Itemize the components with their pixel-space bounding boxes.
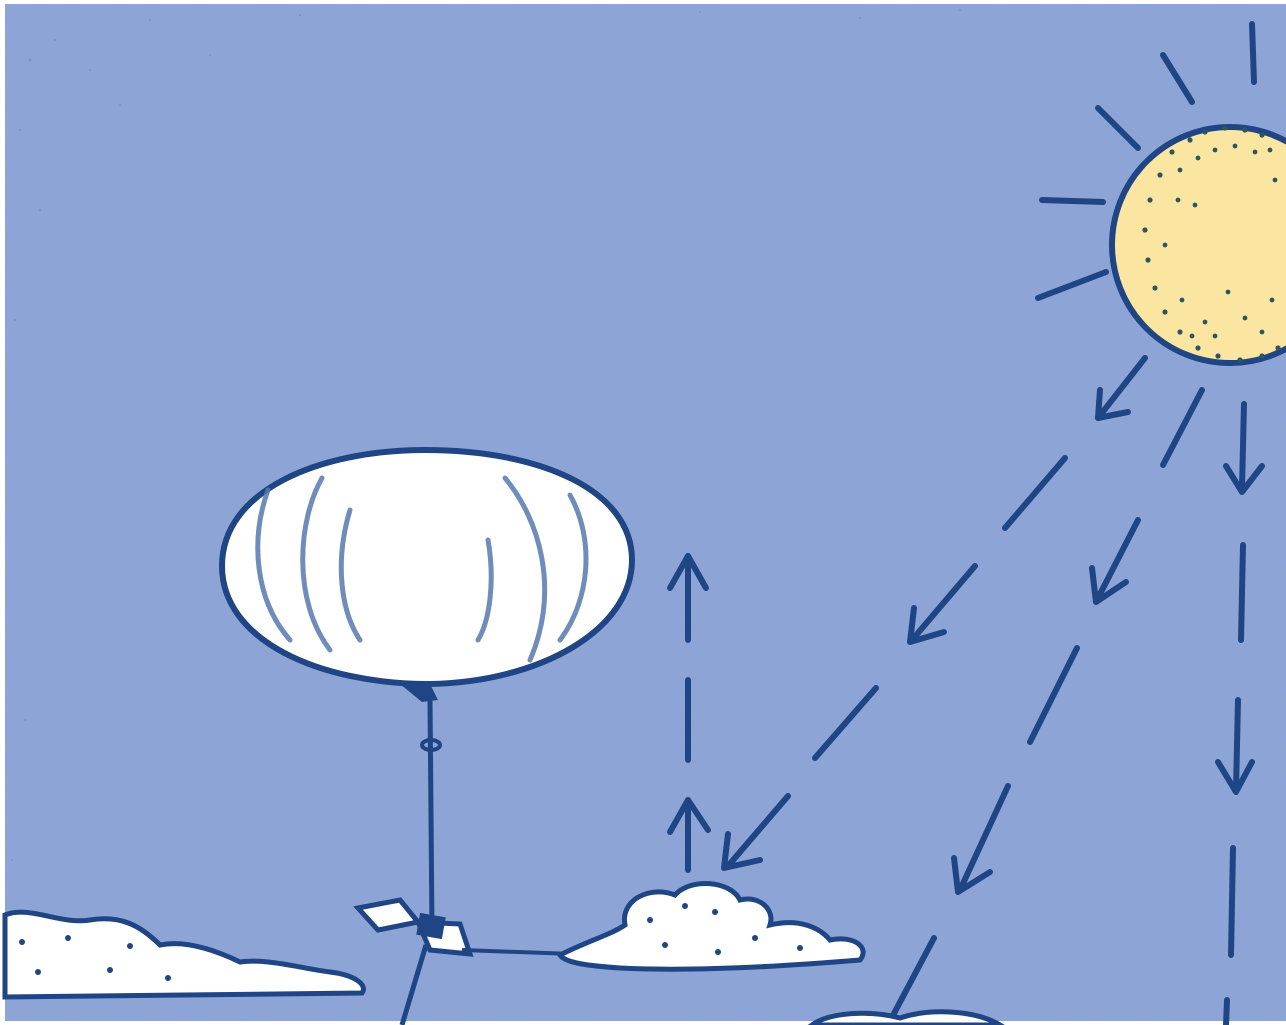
balloon-envelope [222, 450, 632, 684]
cloud-bottom-partial [812, 1012, 1000, 1025]
sky-texture [5, 4, 1286, 1021]
incoming-ray-arrow-3 [1242, 404, 1244, 488]
balloon-tether [430, 700, 432, 930]
